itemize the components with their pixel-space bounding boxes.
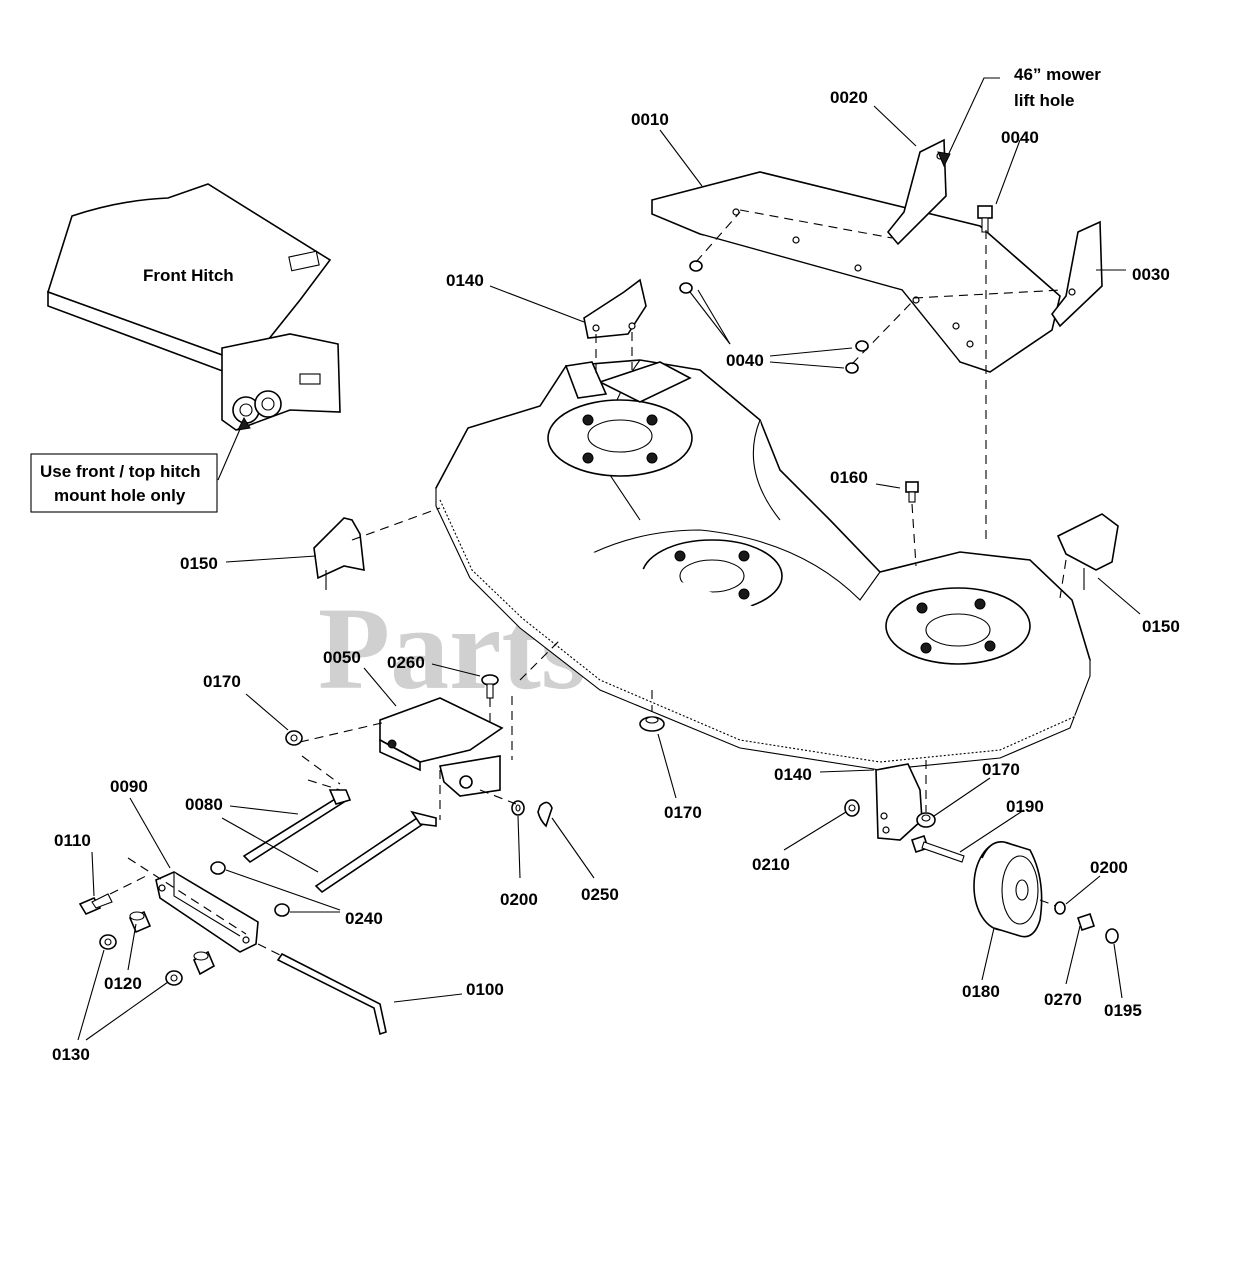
label-0040-mid: 0040 — [726, 351, 764, 370]
nuts-0040 — [679, 260, 869, 374]
label-0160: 0160 — [830, 468, 868, 487]
lift-bracket-0010 — [651, 171, 1061, 373]
lift-arm-0030 — [1051, 220, 1103, 328]
label-0030: 0030 — [1132, 265, 1170, 284]
hitch-note-line-2: mount hole only — [54, 486, 186, 505]
gauge-wheel-0180 — [973, 841, 1043, 938]
label-0250: 0250 — [581, 885, 619, 904]
label-0090: 0090 — [110, 777, 148, 796]
leader-lines — [77, 77, 1141, 1041]
spacer-0120 — [128, 910, 216, 976]
label-0210: 0210 — [752, 855, 790, 874]
bolt-0110 — [78, 893, 113, 916]
axle-bolt-0190 — [910, 834, 965, 863]
label-0140-top: 0140 — [446, 271, 484, 290]
front-hitch-label: Front Hitch — [143, 266, 234, 285]
label-0100: 0100 — [466, 980, 504, 999]
label-0140-bottom: 0140 — [774, 765, 812, 784]
label-0050: 0050 — [323, 648, 361, 667]
label-0270: 0270 — [1044, 990, 1082, 1009]
deck-bracket-0140-top — [583, 278, 647, 339]
hitch-note-box: Use front / top hitch mount hole only — [30, 453, 218, 513]
rod-0100 — [276, 952, 387, 1036]
front-axle-bracket-0090 — [155, 871, 259, 953]
bolt-0160 — [905, 481, 919, 503]
lift-hole-line-2: lift hole — [1014, 91, 1074, 110]
label-0130: 0130 — [52, 1045, 90, 1064]
lift-hole-arrow-icon — [937, 151, 951, 168]
label-0180: 0180 — [962, 982, 1000, 1001]
clip-0250 — [537, 801, 553, 828]
label-0260: 0260 — [387, 653, 425, 672]
mower-deck — [435, 359, 1091, 771]
front-bracket-0050 — [379, 697, 504, 797]
label-0120: 0120 — [104, 974, 142, 993]
label-0010: 0010 — [631, 110, 669, 129]
front-hitch-plate — [47, 183, 341, 431]
label-0170-center: 0170 — [664, 803, 702, 822]
gauge-wheel-bracket-0150-left — [313, 517, 365, 590]
label-0195: 0195 — [1104, 1001, 1142, 1020]
front-rod-0080b — [314, 810, 437, 894]
label-0110: 0110 — [54, 831, 91, 850]
bolt-0260 — [481, 674, 499, 699]
gauge-wheel-bracket-0150-right — [1056, 513, 1119, 590]
label-0170-right: 0170 — [982, 760, 1020, 779]
label-0200-left: 0200 — [500, 890, 538, 909]
bolt-0040 — [977, 205, 993, 233]
label-0240: 0240 — [345, 909, 383, 928]
cap-0195 — [1105, 928, 1119, 944]
part-number-labels: 0010 0020 0040 0030 0140 0040 0160 0150 … — [52, 88, 1180, 1064]
label-0190: 0190 — [1006, 797, 1044, 816]
bushing-0270 — [1076, 912, 1096, 932]
nut-0170-right — [916, 812, 936, 828]
deck-bracket-0140-bottom — [875, 763, 923, 841]
hitch-note-line-1: Use front / top hitch — [40, 462, 201, 481]
label-0200-right: 0200 — [1090, 858, 1128, 877]
washer-0200-right — [1054, 901, 1066, 915]
label-0170-left: 0170 — [203, 672, 241, 691]
label-0150-right: 0150 — [1142, 617, 1180, 636]
washer-0240-b — [274, 903, 290, 917]
label-0150-left: 0150 — [180, 554, 218, 573]
label-0080: 0080 — [185, 795, 223, 814]
front-rod-0080 — [242, 789, 352, 864]
nut-0170-center — [639, 716, 665, 732]
washer-0240-a — [210, 861, 226, 875]
label-0020: 0020 — [830, 88, 868, 107]
lift-hole-line-1: 46” mower — [1014, 65, 1101, 84]
label-0040-top: 0040 — [1001, 128, 1039, 147]
